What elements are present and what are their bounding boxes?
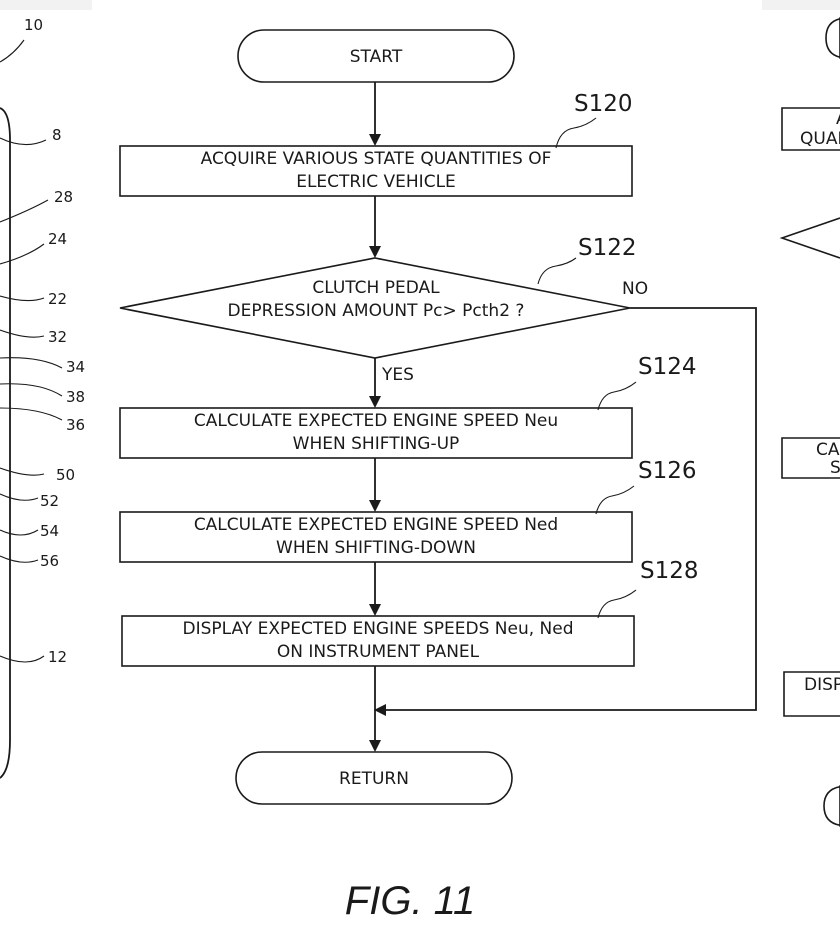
arrowhead xyxy=(369,740,381,752)
flowchart: START ACQUIRE VARIOUS STATE QUANTITIES O… xyxy=(119,29,757,805)
left-panel-top-shade xyxy=(0,0,92,10)
ref-label: 10 xyxy=(24,16,43,34)
decision-no-label: NO xyxy=(622,279,648,299)
arrowhead xyxy=(369,134,381,146)
right-decision-fragment xyxy=(779,217,840,259)
right-panel-top-shade xyxy=(762,0,840,10)
leader-line-54 xyxy=(0,529,39,536)
leader-line-8 xyxy=(0,137,47,146)
ref-label: 8 xyxy=(52,126,62,144)
ref-label: 22 xyxy=(48,290,67,308)
arrowhead xyxy=(369,246,381,258)
step-s128-box xyxy=(121,615,635,667)
leader-line-12 xyxy=(0,655,45,663)
leader-line-32 xyxy=(0,329,45,338)
step-s126-box xyxy=(119,511,633,563)
step-s124-box xyxy=(119,407,633,459)
step-s128-id: S128 xyxy=(640,558,699,584)
return-label: RETURN xyxy=(339,769,409,789)
leader-line-24 xyxy=(0,243,45,265)
start-terminal xyxy=(237,29,515,83)
leader-line-10 xyxy=(0,39,25,63)
arrowhead xyxy=(369,500,381,512)
leader-line-38 xyxy=(0,383,63,397)
leader-line-50 xyxy=(0,467,45,476)
ref-label: 36 xyxy=(66,416,85,434)
arrowhead xyxy=(369,604,381,616)
step-s124-leader xyxy=(597,381,637,411)
return-terminal xyxy=(235,751,513,805)
right-panel-fragment: A QUAN CA S DISP xyxy=(762,0,840,827)
ref-label: 32 xyxy=(48,328,67,346)
right-fragment-text: DISP xyxy=(804,675,840,695)
decision-yes-label: YES xyxy=(381,365,414,385)
ref-label: 24 xyxy=(48,230,67,248)
step-s124-line-2: WHEN SHIFTING-UP xyxy=(293,434,460,454)
right-box-calculate xyxy=(781,437,840,479)
step-s122-line-1: CLUTCH PEDAL xyxy=(312,278,440,298)
step-s122-leader xyxy=(537,257,577,285)
step-s122-line-2: DEPRESSION AMOUNT Pc> Pcth2 ? xyxy=(228,301,525,321)
step-s124-line-1: CALCULATE EXPECTED ENGINE SPEED Neu xyxy=(194,411,558,431)
step-s120-box xyxy=(119,145,633,197)
leader-line-34 xyxy=(0,357,63,369)
right-terminal-bottom xyxy=(823,785,840,827)
connector-no-branch xyxy=(384,307,757,711)
step-s120-line-2: ELECTRIC VEHICLE xyxy=(296,172,456,192)
leader-line-56 xyxy=(0,555,39,563)
ref-label: 12 xyxy=(48,648,67,666)
ref-label: 56 xyxy=(40,552,59,570)
ref-label: 38 xyxy=(66,388,85,406)
leader-line-36 xyxy=(0,407,63,421)
left-panel-housing-outline xyxy=(0,107,11,779)
leader-line-28 xyxy=(0,199,49,223)
step-s120-leader xyxy=(555,117,597,149)
step-s128-leader xyxy=(597,589,637,619)
ref-label: 28 xyxy=(54,188,73,206)
figure-caption: FIG. 11 xyxy=(345,879,475,923)
left-panel-fragment: 10 8 28 24 22 32 34 38 36 50 52 54 56 12 xyxy=(0,0,92,779)
start-label: START xyxy=(350,47,403,67)
right-fragment-text: QUAN xyxy=(800,129,840,149)
leader-line-52 xyxy=(0,493,39,501)
leader-line-22 xyxy=(0,295,45,302)
step-s128-line-1: DISPLAY EXPECTED ENGINE SPEEDS Neu, Ned xyxy=(182,619,573,639)
right-terminal-top xyxy=(825,17,840,59)
right-fragment-text: S xyxy=(830,458,840,478)
arrowhead xyxy=(374,704,386,716)
right-box-display xyxy=(783,671,840,717)
step-s120-line-1: ACQUIRE VARIOUS STATE QUANTITIES OF xyxy=(201,149,552,169)
step-s126-id: S126 xyxy=(638,458,697,484)
right-fragment-text: CA xyxy=(816,440,840,460)
step-s120-id: S120 xyxy=(574,91,633,117)
step-s122-id: S122 xyxy=(578,235,637,261)
ref-label: 34 xyxy=(66,358,85,376)
right-box-quantities xyxy=(781,107,840,151)
right-fragment-text: A xyxy=(836,109,840,129)
step-s124-id: S124 xyxy=(638,354,697,380)
ref-label: 54 xyxy=(40,522,59,540)
arrowhead xyxy=(369,396,381,408)
step-s126-leader xyxy=(595,485,635,515)
step-s126-line-2: WHEN SHIFTING-DOWN xyxy=(276,538,476,558)
ref-label: 52 xyxy=(40,492,59,510)
ref-label: 50 xyxy=(56,466,75,484)
step-s126-line-1: CALCULATE EXPECTED ENGINE SPEED Ned xyxy=(194,515,558,535)
step-s128-line-2: ON INSTRUMENT PANEL xyxy=(277,642,480,662)
